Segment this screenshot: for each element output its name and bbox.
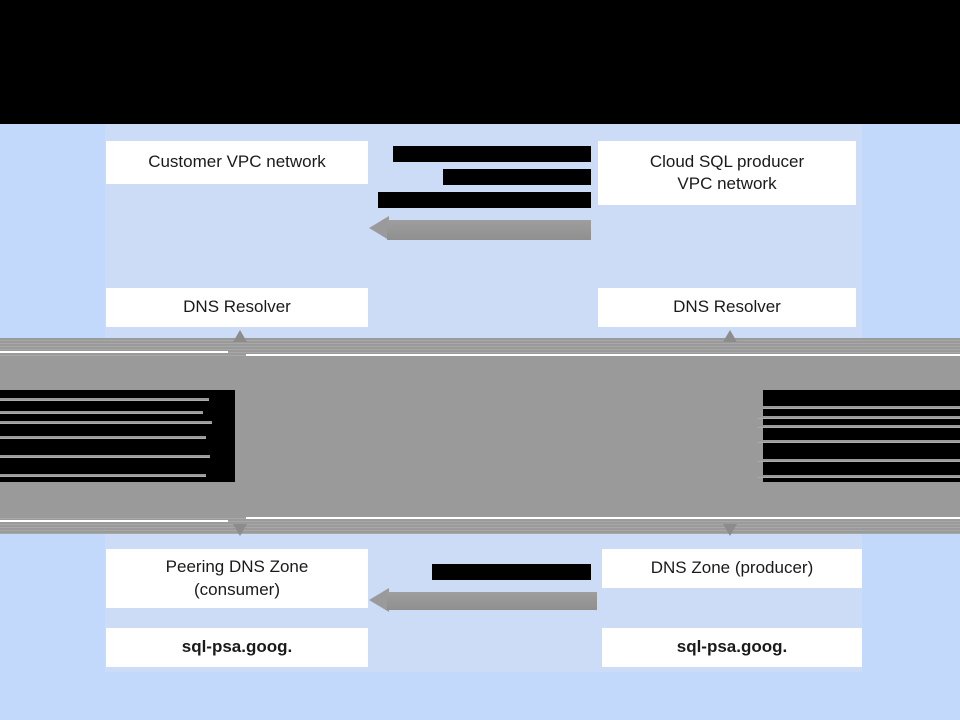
lower-arrow-shaft (387, 592, 597, 610)
lower-arrow-head-icon (369, 588, 389, 612)
band-hairline-top-left (0, 351, 228, 353)
consumer-dns-resolver-box: DNS Resolver (106, 288, 368, 327)
producer-zone-down-arrow (723, 524, 737, 536)
left-band-stripe-6 (0, 474, 206, 477)
producer-domain-box: sql-psa.goog. (602, 628, 862, 667)
peering-dns-zone-consumer-box: Peering DNS Zone (consumer) (106, 549, 368, 608)
right-band-redaction-block (763, 390, 960, 482)
cloud-sql-producer-vpc-network-box: Cloud SQL producer VPC network (598, 141, 856, 205)
left-band-stripe-1 (0, 398, 209, 401)
upper-arrow-shaft (387, 220, 591, 240)
consumer-domain-box: sql-psa.goog. (106, 628, 368, 667)
upper-arrow-head-icon (369, 216, 389, 240)
band-top-stripes (0, 338, 960, 356)
upper-middle-redaction-line-1 (393, 146, 591, 162)
upper-middle-redaction-line-3 (378, 192, 591, 208)
consumer-dns-resolver-label: DNS Resolver (183, 297, 291, 317)
producer-dns-resolver-box: DNS Resolver (598, 288, 856, 327)
band-hairline-bottom-right (246, 517, 960, 519)
right-band-stripe-2 (758, 416, 960, 419)
band-hairline-bottom-left (0, 520, 228, 522)
left-band-stripe-5 (0, 455, 210, 458)
peering-dns-zone-label-line2: (consumer) (194, 579, 280, 599)
consumer-domain-label: sql-psa.goog. (181, 637, 293, 657)
peering-dns-zone-label-line1: Peering DNS Zone (165, 557, 309, 577)
upper-middle-redaction-line-2 (443, 169, 591, 185)
left-band-stripe-4 (0, 436, 206, 439)
dns-zone-producer-box: DNS Zone (producer) (602, 549, 862, 588)
top-banner-redaction (0, 0, 960, 124)
customer-vpc-network-label: Customer VPC network (148, 152, 326, 172)
producer-domain-label: sql-psa.goog. (676, 637, 788, 657)
producer-to-consumer-lower-arrow (369, 588, 597, 612)
band-hairline-top-right (246, 354, 960, 356)
cloud-sql-producer-vpc-label-line1: Cloud SQL producer (649, 151, 805, 171)
right-band-stripe-6 (758, 475, 960, 478)
right-band-stripe-4 (758, 440, 960, 443)
lower-middle-redaction (432, 564, 591, 580)
right-band-stripe-3 (758, 425, 960, 428)
consumer-zone-down-arrow (233, 524, 247, 536)
left-band-stripe-2 (0, 411, 203, 414)
customer-vpc-network-box: Customer VPC network (106, 141, 368, 184)
cloud-sql-producer-vpc-label-line2: VPC network (677, 174, 777, 193)
dns-zone-producer-label: DNS Zone (producer) (650, 558, 814, 578)
producer-resolver-up-arrow (723, 330, 737, 342)
left-band-stripe-3 (0, 421, 212, 424)
producer-to-consumer-upper-arrow (369, 216, 591, 240)
consumer-resolver-up-arrow (233, 330, 247, 342)
producer-dns-resolver-label: DNS Resolver (673, 297, 781, 317)
right-band-stripe-5 (758, 459, 960, 462)
right-band-stripe-1 (763, 406, 960, 409)
